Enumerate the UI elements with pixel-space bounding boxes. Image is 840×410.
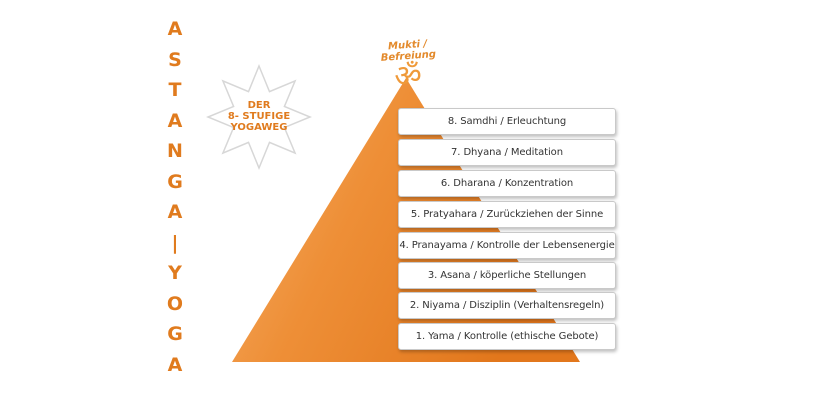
badge-line: YOGAWEG (230, 122, 288, 133)
title-letter: A (167, 353, 183, 376)
badge-line: DER (247, 100, 271, 111)
star-badge-icon (206, 64, 312, 170)
step-6: 6. Dharana / Konzentration (398, 170, 616, 197)
title-letter: G (167, 323, 183, 345)
step-5: 5. Pratyahara / Zurückziehen der Sinne (398, 201, 616, 228)
title-letter: O (166, 292, 184, 315)
title-letter: A (167, 201, 183, 223)
om-icon: ॐ (394, 59, 422, 94)
step-2: 2. Niyama / Disziplin (Verhaltensregeln) (398, 292, 616, 319)
title-letter: A (167, 109, 183, 132)
title-letter: A (167, 18, 183, 40)
step-7: 7. Dhyana / Meditation (398, 139, 616, 166)
title-separator: | (171, 231, 179, 254)
step-3: 3. Asana / köperliche Stellungen (398, 262, 616, 289)
apex: Mukti / Befreiung ॐ (363, 38, 453, 94)
title-letter: N (167, 140, 183, 162)
step-4: 4. Pranayama / Kontrolle der Lebensenerg… (398, 232, 616, 259)
vertical-title: A S T A N G A | Y O G A (160, 14, 190, 380)
title-letter: G (167, 170, 183, 193)
badge-line: 8- STUFIGE (227, 111, 291, 122)
star-badge: DER 8- STUFIGE YOGAWEG (204, 62, 314, 172)
title-letter: Y (168, 262, 182, 284)
title-letter: S (168, 48, 182, 71)
step-1: 1. Yama / Kontrolle (ethische Gebote) (398, 323, 616, 350)
title-letter: T (168, 79, 182, 101)
apex-caption: Mukti / Befreiung (380, 38, 437, 64)
badge-text: DER 8- STUFIGE YOGAWEG (204, 100, 314, 133)
step-8: 8. Samdhi / Erleuchtung (398, 108, 616, 135)
